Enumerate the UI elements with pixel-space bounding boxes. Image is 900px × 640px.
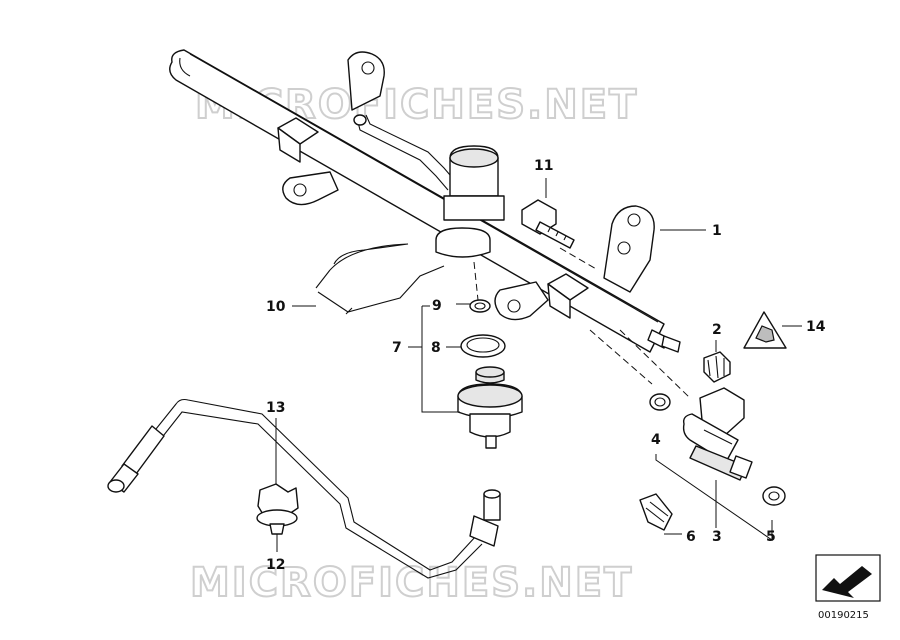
pressure-regulator [457,366,523,449]
callout-8: 8 [431,340,441,356]
fuel-hose-top [353,114,457,191]
o-ring-small [469,299,491,313]
bolt [521,199,575,249]
push-clip [256,483,299,535]
callout-3: 3 [712,529,722,545]
callout-4: 4 [651,432,661,448]
seal-ring-5 [762,486,786,506]
callout-11: 11 [534,158,553,174]
seal-ring-4 [649,393,671,411]
callout-2: 2 [712,322,722,338]
cap [703,351,731,383]
wire-bracket [315,243,445,315]
callout-13: 13 [266,400,285,416]
fuel-line [107,398,501,579]
dash-reg [473,261,479,301]
fuel-injector [682,387,753,481]
callout-6: 6 [686,529,696,545]
fuel-warning-triangle-icon [743,311,787,349]
callout-10: 10 [266,299,286,315]
callout-9: 9 [432,298,442,314]
callout-12: 12 [266,557,285,573]
dash-bolt [559,247,599,271]
diagram-code: 00190215 [818,610,869,621]
fuel-rail [169,49,681,353]
callout-5: 5 [766,529,776,545]
arrow-down-left-icon [815,554,881,602]
leader-lines [275,178,802,552]
callout-14: 14 [806,319,826,335]
callout-7: 7 [392,340,402,356]
dash-inj1 [589,329,653,385]
watermark-bottom: MICROFICHES.NET [190,560,633,606]
callout-1: 1 [712,223,722,239]
clip [639,493,673,531]
dash-inj2 [619,329,691,399]
